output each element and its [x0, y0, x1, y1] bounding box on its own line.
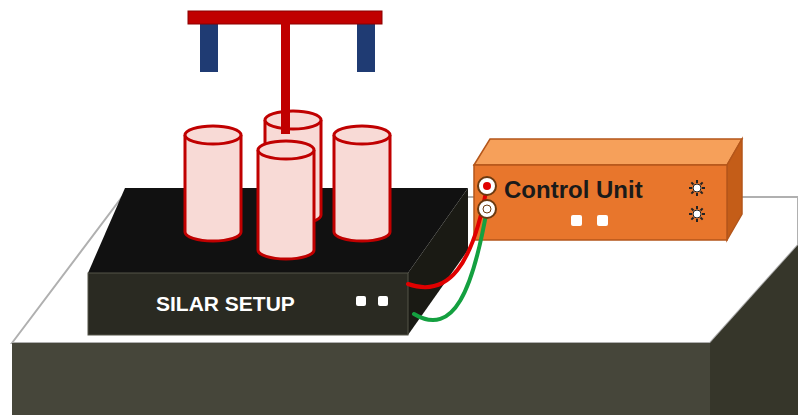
knob-ray: [701, 182, 703, 184]
silar-box-side: [408, 188, 468, 335]
knob-ray: [689, 187, 692, 189]
knob-icon: [689, 180, 705, 222]
control-unit-box: Control Unit: [500, 168, 680, 212]
button: [597, 215, 608, 226]
knob-ray: [696, 206, 698, 209]
knob-ray: [691, 182, 693, 184]
button: [571, 215, 582, 226]
socket: [483, 182, 491, 190]
beaker: [334, 126, 390, 241]
box-label: Control Unit: [504, 176, 643, 204]
knob-core: [693, 184, 701, 192]
control-front: [474, 165, 727, 240]
knob-ray: [696, 180, 698, 183]
socket: [478, 200, 496, 218]
knob-ray: [701, 208, 703, 210]
stand-leg: [357, 22, 375, 72]
socket: [478, 177, 496, 195]
knob-ray: [701, 192, 703, 194]
stand-rod: [281, 22, 290, 134]
wire: [414, 209, 487, 320]
knob-ray: [691, 218, 693, 220]
table-front: [12, 343, 710, 415]
wire: [408, 186, 487, 287]
knob-ray: [691, 192, 693, 194]
setup-box: SILAR SETUP: [96, 276, 346, 332]
beaker: [258, 141, 314, 259]
socket: [483, 205, 491, 213]
stand-leg: [200, 22, 218, 72]
silar-box-front: [88, 273, 408, 335]
knob-ray: [689, 213, 692, 215]
table-side: [710, 245, 798, 415]
beaker: [185, 126, 241, 241]
box-label: SILAR SETUP: [156, 292, 295, 316]
knob-ray: [691, 208, 693, 210]
knob-ray: [696, 193, 698, 196]
knob-ray: [701, 218, 703, 220]
button: [356, 296, 366, 306]
button: [378, 296, 388, 306]
knob-ray: [702, 213, 705, 215]
control-top: [474, 139, 742, 165]
knob-ray: [702, 187, 705, 189]
knob-core: [693, 210, 701, 218]
control-side: [727, 139, 742, 240]
knob-ray: [696, 219, 698, 222]
